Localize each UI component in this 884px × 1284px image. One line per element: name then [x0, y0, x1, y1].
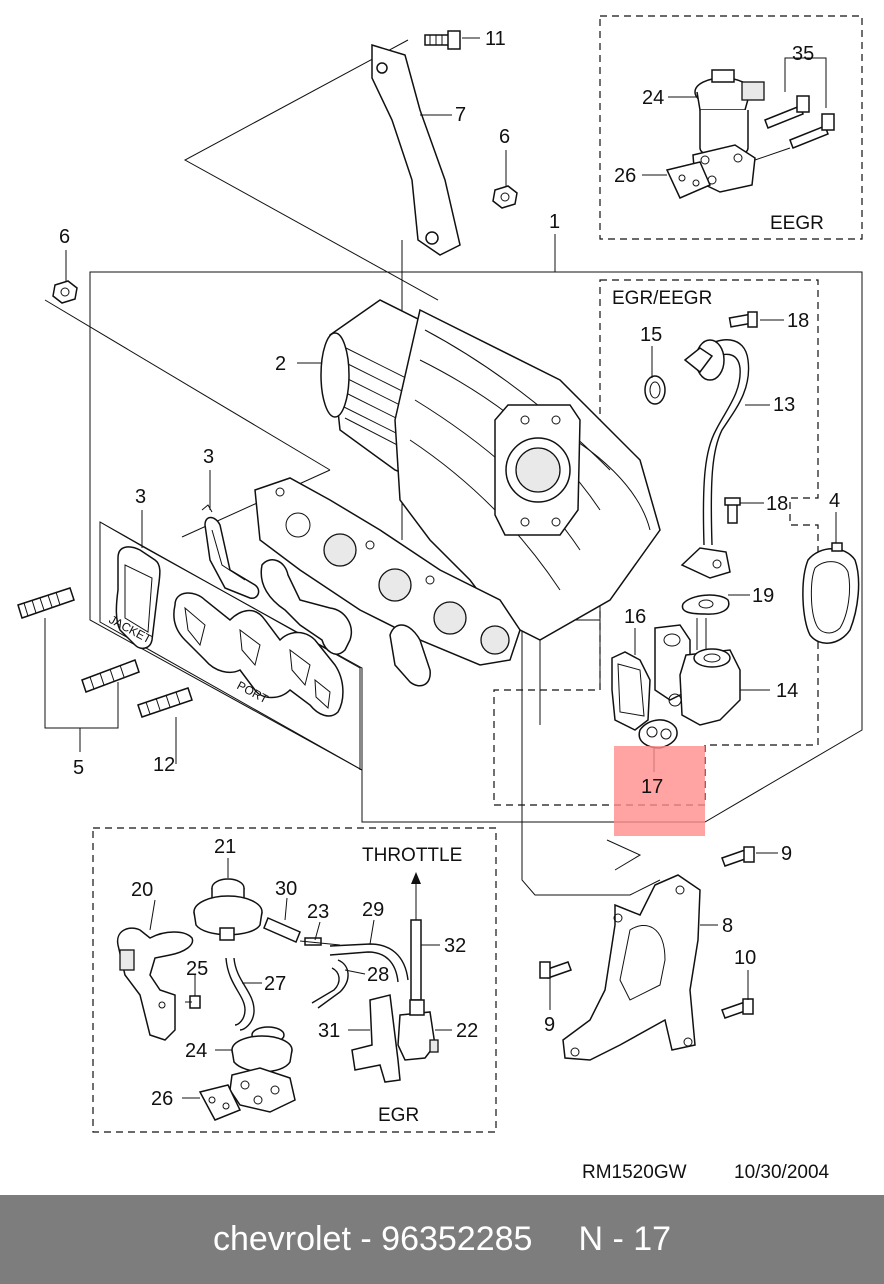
stud-12	[137, 687, 193, 718]
callout-18-upper: 18	[787, 310, 809, 332]
leader-lines	[65, 37, 837, 1099]
gasket-26-eegr	[665, 161, 711, 199]
egr-valve-21	[193, 878, 263, 941]
callout-35: 35	[792, 43, 814, 65]
callout-6-upper: 6	[499, 126, 510, 148]
bolt-10	[721, 998, 754, 1019]
throttle-tube-32	[410, 872, 422, 1001]
label-throttle: THROTTLE	[362, 845, 462, 866]
callout-12: 12	[153, 754, 175, 776]
callout-3-lower: 3	[135, 486, 146, 508]
connector-23	[299, 937, 341, 946]
gasket-plate-outline	[99, 521, 363, 771]
callout-32: 32	[444, 935, 466, 957]
egr-group-box	[92, 827, 497, 1133]
hose-30	[263, 917, 301, 943]
callout-9-upper: 9	[781, 843, 792, 865]
port-gasket-rear	[260, 559, 431, 687]
callout-26-egr: 26	[151, 1088, 173, 1110]
bracket-31	[351, 994, 401, 1083]
callout-18-lower: 18	[766, 493, 788, 515]
bolt-35-b	[789, 113, 835, 149]
bracket-8	[562, 874, 701, 1061]
bolt-9-upper	[721, 846, 755, 867]
callout-10: 10	[734, 947, 756, 969]
egr-adapter-14	[654, 618, 741, 726]
nut-6-upper	[492, 185, 518, 209]
gasket-17	[638, 719, 678, 749]
bracket-20	[116, 927, 194, 1041]
drawing-reference: RM1520GW	[582, 1162, 687, 1183]
callout-31: 31	[318, 1020, 340, 1042]
parts-diagram: 11 7 6 6 1 2 3 3 5 12 18 15 13 18 4 19 1…	[17, 15, 863, 1183]
label-egr-eegr: EGR/EEGR	[612, 288, 712, 309]
gasket-19	[681, 594, 730, 615]
callout-24-eegr: 24	[642, 87, 664, 109]
eegr-group-box	[599, 15, 863, 240]
callout-20: 20	[131, 879, 153, 901]
callout-7: 7	[455, 104, 466, 126]
callout-1: 1	[549, 211, 560, 233]
callout-24-egr: 24	[185, 1040, 207, 1062]
port-gasket	[173, 592, 344, 717]
callout-15: 15	[640, 324, 662, 346]
callout-9-lower: 9	[544, 1014, 555, 1036]
callout-22: 22	[456, 1020, 478, 1042]
label-egr: EGR	[378, 1105, 419, 1126]
callout-27: 27	[264, 973, 286, 995]
footer-part-code: 96352285	[381, 1220, 533, 1258]
footer-position: N - 17	[578, 1220, 672, 1258]
egr-pipe-13	[680, 339, 750, 579]
gasket-4	[802, 542, 860, 644]
callout-8: 8	[722, 915, 733, 937]
stud-5-upper	[17, 587, 75, 619]
callout-26-eegr: 26	[614, 165, 636, 187]
bolt-11	[424, 30, 461, 50]
footer-brand: chevrolet	[212, 1220, 351, 1258]
callout-17: 17	[641, 776, 663, 798]
clip-15	[644, 375, 666, 405]
footer-bar: chevrolet - 96352285 N - 17	[0, 1195, 884, 1284]
nut-6-left	[52, 280, 78, 304]
egr-eegr-group-box	[493, 279, 819, 806]
gasket-16	[611, 651, 651, 731]
callout-25: 25	[186, 958, 208, 980]
highlight-part-17	[614, 746, 705, 836]
drawing-date: 10/30/2004	[734, 1162, 830, 1183]
bolt-35-a	[764, 95, 810, 129]
bolt-25	[185, 995, 201, 1009]
bolt-9-lower	[539, 961, 572, 979]
hose-28	[311, 959, 349, 1009]
callout-28: 28	[367, 964, 389, 986]
bolt-18-upper	[728, 311, 758, 328]
callout-16: 16	[624, 606, 646, 628]
callout-11: 11	[485, 28, 506, 50]
throttle-flange	[494, 404, 581, 536]
callout-13: 13	[773, 394, 795, 416]
runner-flange	[254, 477, 521, 666]
stud-5-lower	[81, 659, 140, 693]
solenoid-22	[397, 999, 439, 1061]
callout-21: 21	[214, 836, 236, 858]
callout-3-upper: 3	[203, 446, 214, 468]
callout-14: 14	[776, 680, 798, 702]
bracket-7	[371, 43, 461, 256]
gasket-3-upper	[201, 504, 260, 599]
hose-27	[225, 957, 255, 1031]
callout-29: 29	[362, 899, 384, 921]
callout-19: 19	[752, 585, 774, 607]
callout-6-left: 6	[59, 226, 70, 248]
egr-valve-24-lower	[229, 1026, 296, 1113]
label-eegr: EEGR	[770, 213, 824, 234]
callout-4: 4	[829, 490, 840, 512]
jacket-gasket	[115, 546, 161, 650]
bolt-18-lower	[724, 497, 741, 524]
footer-separator: -	[360, 1220, 372, 1258]
callout-30: 30	[275, 878, 297, 900]
callout-5: 5	[73, 757, 84, 779]
callout-23: 23	[307, 901, 329, 923]
callout-2: 2	[275, 353, 286, 375]
gasket-26-egr	[198, 1084, 242, 1121]
